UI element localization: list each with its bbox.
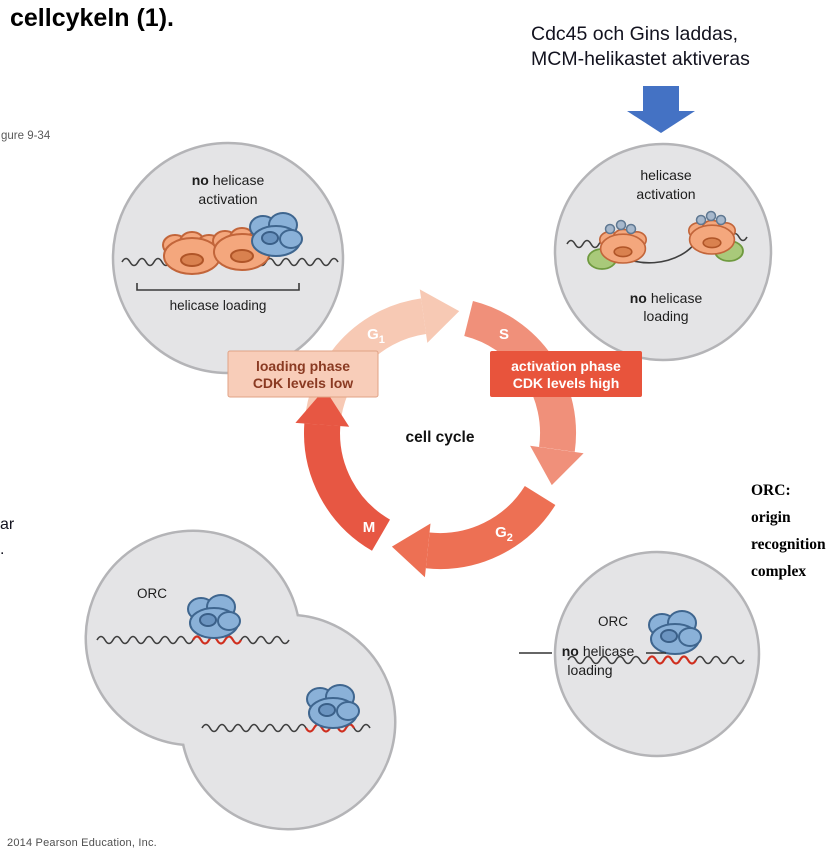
cell-bottom-right: ORC	[567, 610, 745, 665]
helicase-activation-label: helicase	[640, 167, 692, 183]
accessory-subunits-graphic	[604, 210, 727, 235]
cell-cycle-ring: G1 S G2 M	[295, 289, 584, 578]
helicase-loading-bracket	[136, 283, 300, 291]
no-helicase-loading-label-tr-line2: loading	[643, 308, 688, 324]
cycle-arrowhead-m	[295, 388, 350, 427]
cell-bottom-left: ORC	[96, 586, 371, 733]
phase-label-g2: G2	[495, 524, 513, 544]
orc-label-bl: ORC	[137, 586, 167, 601]
cycle-arc-g2	[425, 485, 556, 569]
activation-phase-text-line1: activation phase	[511, 358, 621, 374]
copyright-notice: 2014 Pearson Education, Inc.	[7, 837, 157, 849]
figure-reference: gure 9-34	[1, 130, 51, 142]
helicase-activation-label-line2: activation	[636, 186, 695, 202]
cycle-arrowhead-g1	[419, 289, 460, 343]
cut-off-text-fragment: ar .	[0, 516, 15, 558]
origin-dna-segment	[192, 635, 242, 645]
loading-phase-text-line1: loading phase	[256, 358, 350, 374]
phase-label-s: S	[499, 326, 509, 343]
cell-bottom-right-membrane	[553, 550, 761, 758]
orc-protein-graphic	[648, 610, 702, 655]
loading-phase-box: loading phase CDK levels low	[227, 350, 379, 398]
orc-definition-note: ORC: origin recognition complex	[751, 482, 826, 580]
cell-bottom-left-membrane	[84, 529, 397, 831]
down-arrow-icon	[627, 86, 695, 133]
orc-protein-graphic	[249, 212, 303, 257]
cycle-arrowhead-s	[530, 445, 584, 486]
cell-cycle-center-label: cell cycle	[406, 429, 475, 446]
cdc45-gins-annotation: Cdc45 och Gins laddas, MCM-helikastet ak…	[531, 23, 750, 70]
phase-label-m: M	[363, 519, 376, 536]
no-helicase-loading-label-line2: loading	[567, 662, 612, 678]
no-helicase-activation-label-line2: activation	[198, 191, 257, 207]
orc-label-br: ORC	[598, 614, 628, 629]
cycle-arrowhead-g2	[391, 523, 431, 578]
helicase-loading-label: helicase loading	[170, 298, 267, 313]
slide-title: cellcykeln (1).	[10, 4, 174, 32]
cell-top-right-membrane	[553, 142, 773, 362]
phase-label-g1: G1	[367, 326, 385, 346]
cycle-arc-m	[304, 423, 391, 551]
origin-dna-segment	[647, 655, 697, 665]
membrane-circle	[182, 616, 394, 828]
loading-phase-text-line2: CDK levels low	[253, 375, 353, 391]
activation-phase-text-line2: CDK levels high	[513, 375, 620, 391]
activation-phase-box: activation phase CDK levels high	[490, 351, 642, 397]
